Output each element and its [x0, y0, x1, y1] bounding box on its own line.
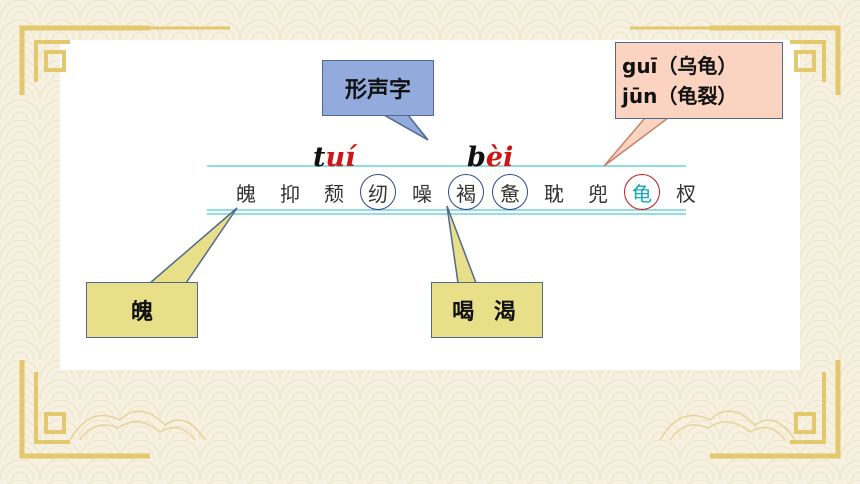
char-ren-circled: 纫 — [360, 174, 396, 210]
pinyin-tui: tuí — [313, 142, 355, 173]
char-he-circled: 褐 — [448, 174, 484, 210]
callout-mid-answer: 喝 渴 — [431, 282, 543, 338]
pinyin-bei-initial: b — [467, 142, 486, 173]
char-dan: 耽 — [544, 181, 564, 206]
char-cha: 杈 — [676, 181, 696, 206]
character-row: 魄 抑 颓 纫 噪 褐 惫 耽 兜 龟 杈 — [228, 173, 712, 211]
pinyin-bei-final: èi — [485, 142, 514, 173]
callout-left-answer-text: 魄 — [130, 300, 153, 325]
pinyin-bei: bèi — [467, 142, 513, 173]
char-yi: 抑 — [280, 181, 300, 206]
char-bei-circled: 惫 — [492, 174, 528, 210]
callout-gui-pronunciation: guī（乌龟） jūn（龟裂） — [615, 42, 783, 119]
pinyin-tui-initial: t — [313, 142, 326, 173]
callout-mid-answer-text: 喝 渴 — [452, 300, 522, 325]
char-zao: 噪 — [412, 181, 432, 206]
callout-gui-line2: jūn（龟裂） — [622, 83, 738, 108]
char-tui: 颓 — [324, 181, 344, 206]
char-gui-circled: 龟 — [624, 174, 660, 210]
callout-phono-semantic-text: 形声字 — [344, 78, 411, 103]
callout-left-answer: 魄 — [86, 282, 198, 338]
char-dou: 兜 — [588, 181, 608, 206]
char-po: 魄 — [236, 181, 256, 206]
callout-phono-semantic: 形声字 — [322, 60, 434, 116]
pinyin-tui-final: uí — [325, 142, 356, 173]
callout-gui-line1: guī（乌龟） — [622, 53, 738, 78]
